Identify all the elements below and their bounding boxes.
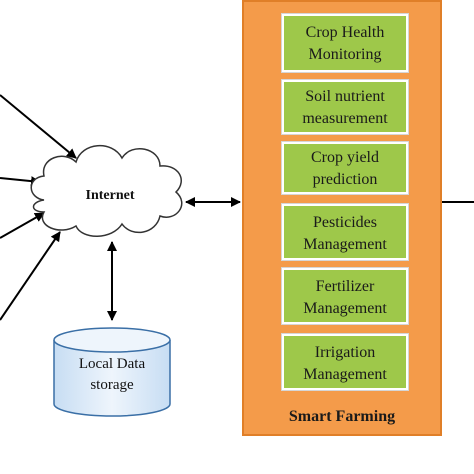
item-fertilizer: Fertilizer Management — [281, 267, 409, 325]
storage-label: Local Data storage — [78, 356, 146, 393]
item-crop-yield: Crop yield prediction — [281, 141, 409, 195]
item-pesticides-label: Pesticides Management — [303, 214, 387, 253]
item-irrigation: Irrigation Management — [281, 333, 409, 391]
item-pesticides: Pesticides Management — [281, 203, 409, 261]
arrow-top-left — [0, 94, 77, 159]
item-crop-health: Crop Health Monitoring — [281, 13, 409, 73]
arrow-bottom-left — [0, 231, 61, 321]
panel-title: Smart Farming — [288, 408, 396, 425]
item-irrigation-label: Irrigation Management — [303, 344, 387, 383]
internet-cloud — [30, 144, 183, 237]
item-crop-health-label: Crop Health Monitoring — [305, 24, 385, 63]
item-soil-nutrient-label: Soil nutrient measurement — [302, 88, 388, 127]
internet-label: Internet — [85, 188, 135, 203]
storage-cylinder-icon — [53, 327, 171, 417]
item-soil-nutrient: Soil nutrient measurement — [281, 79, 409, 135]
arrow-lower-left — [0, 212, 45, 239]
item-fertilizer-label: Fertilizer Management — [303, 278, 387, 317]
item-crop-yield-label: Crop yield prediction — [311, 149, 379, 188]
